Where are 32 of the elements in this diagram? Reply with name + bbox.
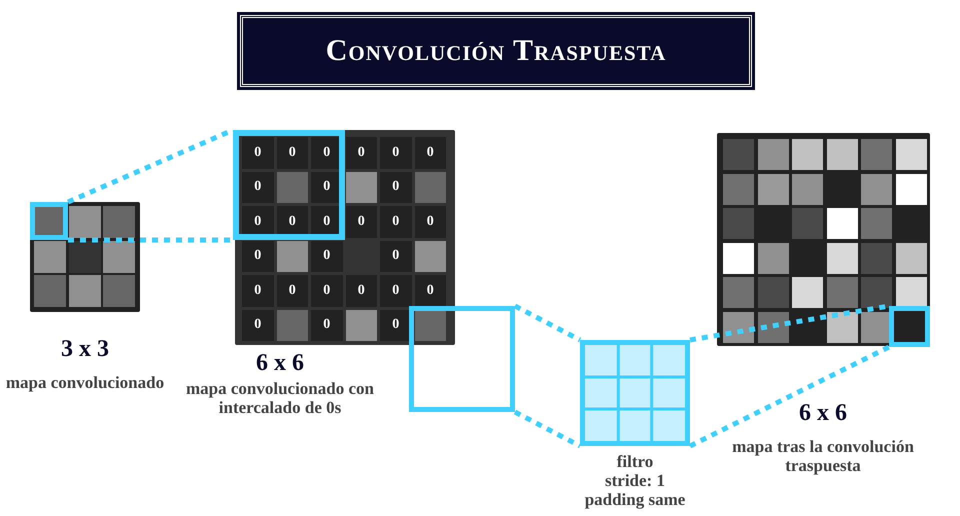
zero-value: 0: [311, 240, 342, 272]
node-label: padding same: [584, 490, 686, 509]
zero-value: 0: [414, 137, 446, 168]
node-label: stride: 1: [605, 471, 665, 490]
zero-value: 0: [346, 137, 377, 168]
zero-value: 0: [242, 275, 274, 306]
zero-value: 0: [242, 172, 274, 203]
node-label: filtro: [616, 452, 654, 471]
size-label: 6 x 6: [799, 400, 847, 427]
zero-value: 0: [311, 275, 342, 306]
zero-value: 0: [276, 275, 308, 306]
zero-value: 0: [276, 137, 308, 168]
zero-value: 0: [242, 310, 274, 341]
zero-value: 0: [380, 206, 412, 238]
size-label: 6 x 6: [256, 350, 304, 377]
zero-value: 0: [414, 275, 446, 306]
node-label: mapa convolucionado con intercalado de 0s: [185, 379, 375, 417]
zero-value: 0: [380, 172, 412, 203]
zero-value: 0: [346, 206, 377, 238]
zero-value: 0: [380, 137, 412, 168]
zero-value: 0: [380, 240, 412, 272]
zero-value: 0: [242, 137, 274, 168]
node-label: mapa convolucionado: [6, 373, 164, 392]
zero-value: 0: [311, 310, 342, 341]
size-label: 3 x 3: [61, 336, 109, 363]
title-banner: Convolución Traspuesta: [240, 15, 752, 87]
zero-value: 0: [242, 240, 274, 272]
zero-value: 0: [380, 275, 412, 306]
node-label: mapa tras la convolución traspuesta: [731, 437, 915, 475]
zero-value: 0: [380, 310, 412, 341]
zero-value: 0: [346, 275, 377, 306]
zero-value: 0: [414, 206, 446, 238]
